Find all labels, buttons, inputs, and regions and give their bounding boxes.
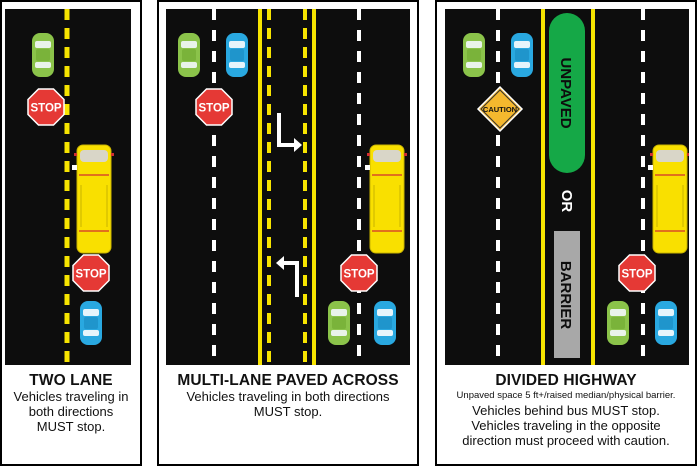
stop-sign-label: STOP: [30, 103, 61, 115]
stop-sign-icon: STOP: [27, 88, 65, 126]
car-icon: [607, 301, 629, 345]
caption-divided-highway: DIVIDED HIGHWAY Unpaved space 5 ft+/rais…: [435, 372, 697, 449]
turn-arrow-icon: [277, 113, 302, 152]
school-bus-icon: [647, 144, 689, 254]
panel-frame-multi-lane: [157, 0, 419, 466]
panel-description-line: Vehicles behind bus MUST stop.: [472, 402, 660, 418]
caution-sign-icon: CAUTION: [476, 85, 524, 133]
median-unpaved-label: UNPAVED: [557, 57, 574, 128]
school-bus-icon: [71, 144, 115, 254]
panel-description-line: Vehicles traveling in the opposite: [471, 417, 661, 433]
panel-description-line: Vehicles traveling in: [13, 388, 129, 404]
median-barrier-label: BARRIER: [557, 261, 574, 330]
car-icon: [655, 301, 677, 345]
panel-frame-divided-highway: [435, 0, 697, 466]
median-unpaved: UNPAVED: [549, 13, 585, 173]
car-icon: [463, 33, 485, 77]
turn-arrow-icon: [276, 256, 299, 297]
panel-fine-print: Unpaved space 5 ft+/raised median/physic…: [456, 389, 676, 401]
stop-sign-label: STOP: [621, 269, 652, 281]
caption-two-lane: TWO LANE Vehicles traveling in both dire…: [0, 372, 142, 435]
stop-sign-label: STOP: [343, 269, 374, 281]
two-lane-road-diagram: STOP STOP: [5, 9, 131, 365]
stop-sign-icon: STOP: [195, 88, 233, 126]
car-icon: [511, 33, 533, 77]
panel-title: MULTI-LANE PAVED ACROSS: [177, 372, 399, 389]
stop-sign-label: STOP: [75, 269, 106, 281]
stop-sign-icon: STOP: [72, 254, 110, 292]
stop-sign-icon: STOP: [618, 254, 656, 292]
median-or-label: OR: [558, 190, 575, 213]
car-icon: [226, 33, 248, 77]
school-bus-icon: [364, 144, 408, 254]
panel-description-line: both directions: [28, 403, 114, 419]
caution-sign-label: CAUTION: [483, 105, 517, 114]
caption-multi-lane: MULTI-LANE PAVED ACROSS Vehicles traveli…: [157, 372, 419, 420]
panel-title: TWO LANE: [29, 372, 113, 389]
panel-description-line: Vehicles traveling in both directions: [186, 388, 390, 404]
panel-description-line: direction must proceed with caution.: [462, 432, 670, 448]
car-icon: [178, 33, 200, 77]
panel-frame-two-lane: [0, 0, 142, 466]
car-icon: [328, 301, 350, 345]
car-icon: [374, 301, 396, 345]
panel-description-line: MUST stop.: [253, 403, 323, 419]
stop-sign-icon: STOP: [340, 254, 378, 292]
median-barrier: BARRIER: [554, 231, 580, 358]
panel-title: DIVIDED HIGHWAY: [495, 372, 637, 389]
panel-description-line: MUST stop.: [36, 418, 106, 434]
multi-lane-road-diagram: STOP STOP: [166, 9, 410, 365]
stop-sign-label: STOP: [198, 103, 229, 115]
car-icon: [80, 301, 102, 345]
divided-highway-road-diagram: CAUTION UNPAVED OR BARRIER STOP: [445, 9, 689, 365]
